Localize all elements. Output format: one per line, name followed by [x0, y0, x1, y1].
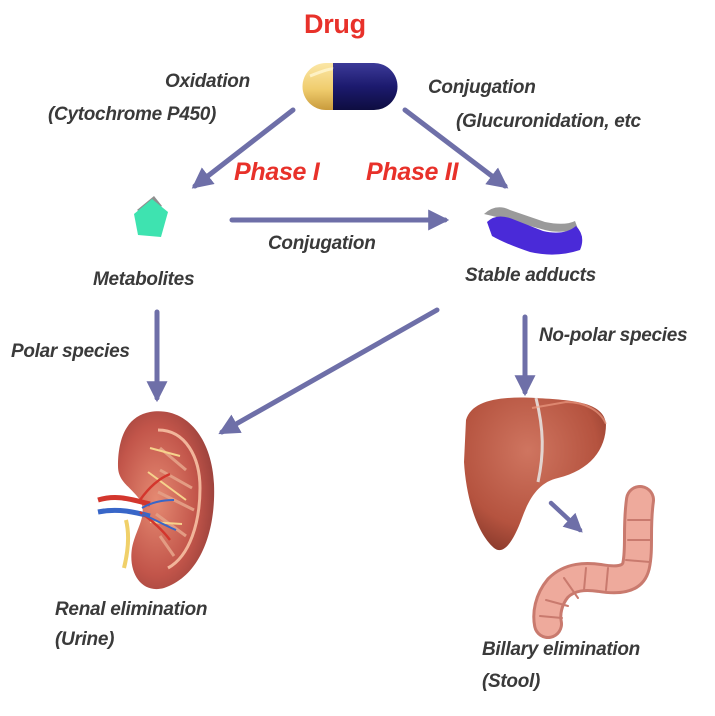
intestine-icon — [532, 485, 655, 639]
liver-icon — [464, 397, 607, 551]
pentagon-icon — [134, 196, 168, 237]
drug-title: Drug — [304, 9, 366, 39]
phase-one-label: Phase I — [234, 158, 320, 186]
cytochrome-label: (Cytochrome P450) — [48, 104, 217, 125]
polar-species-label: Polar species — [11, 341, 130, 362]
stable-adducts-label: Stable adducts — [465, 265, 596, 286]
conjugation-top-label: Conjugation — [428, 77, 536, 98]
capsule-icon — [302, 63, 398, 110]
renal-elimination-label: Renal elimination — [55, 599, 208, 620]
adduct-shape-icon — [484, 207, 583, 255]
glucuronidation-label: (Glucuronidation, etc — [456, 111, 641, 132]
arrow-adducts-to-kidney — [218, 307, 440, 435]
kidney-icon — [97, 411, 215, 590]
metabolites-label: Metabolites — [93, 269, 195, 290]
arrow-liver-to-intestine — [548, 500, 583, 533]
stool-label: (Stool) — [482, 671, 541, 692]
urine-label: (Urine) — [55, 629, 115, 650]
arrows — [146, 107, 583, 533]
conjugation-mid-label: Conjugation — [268, 233, 376, 254]
oxidation-label: Oxidation — [165, 71, 250, 92]
arrow-drug-to-adducts — [402, 107, 509, 189]
biliary-elimination-label: Billary elimination — [482, 639, 640, 660]
arrow-drug-to-metabolites — [191, 107, 296, 189]
nonpolar-species-label: No-polar species — [539, 325, 688, 346]
phase-two-label: Phase II — [366, 158, 459, 186]
